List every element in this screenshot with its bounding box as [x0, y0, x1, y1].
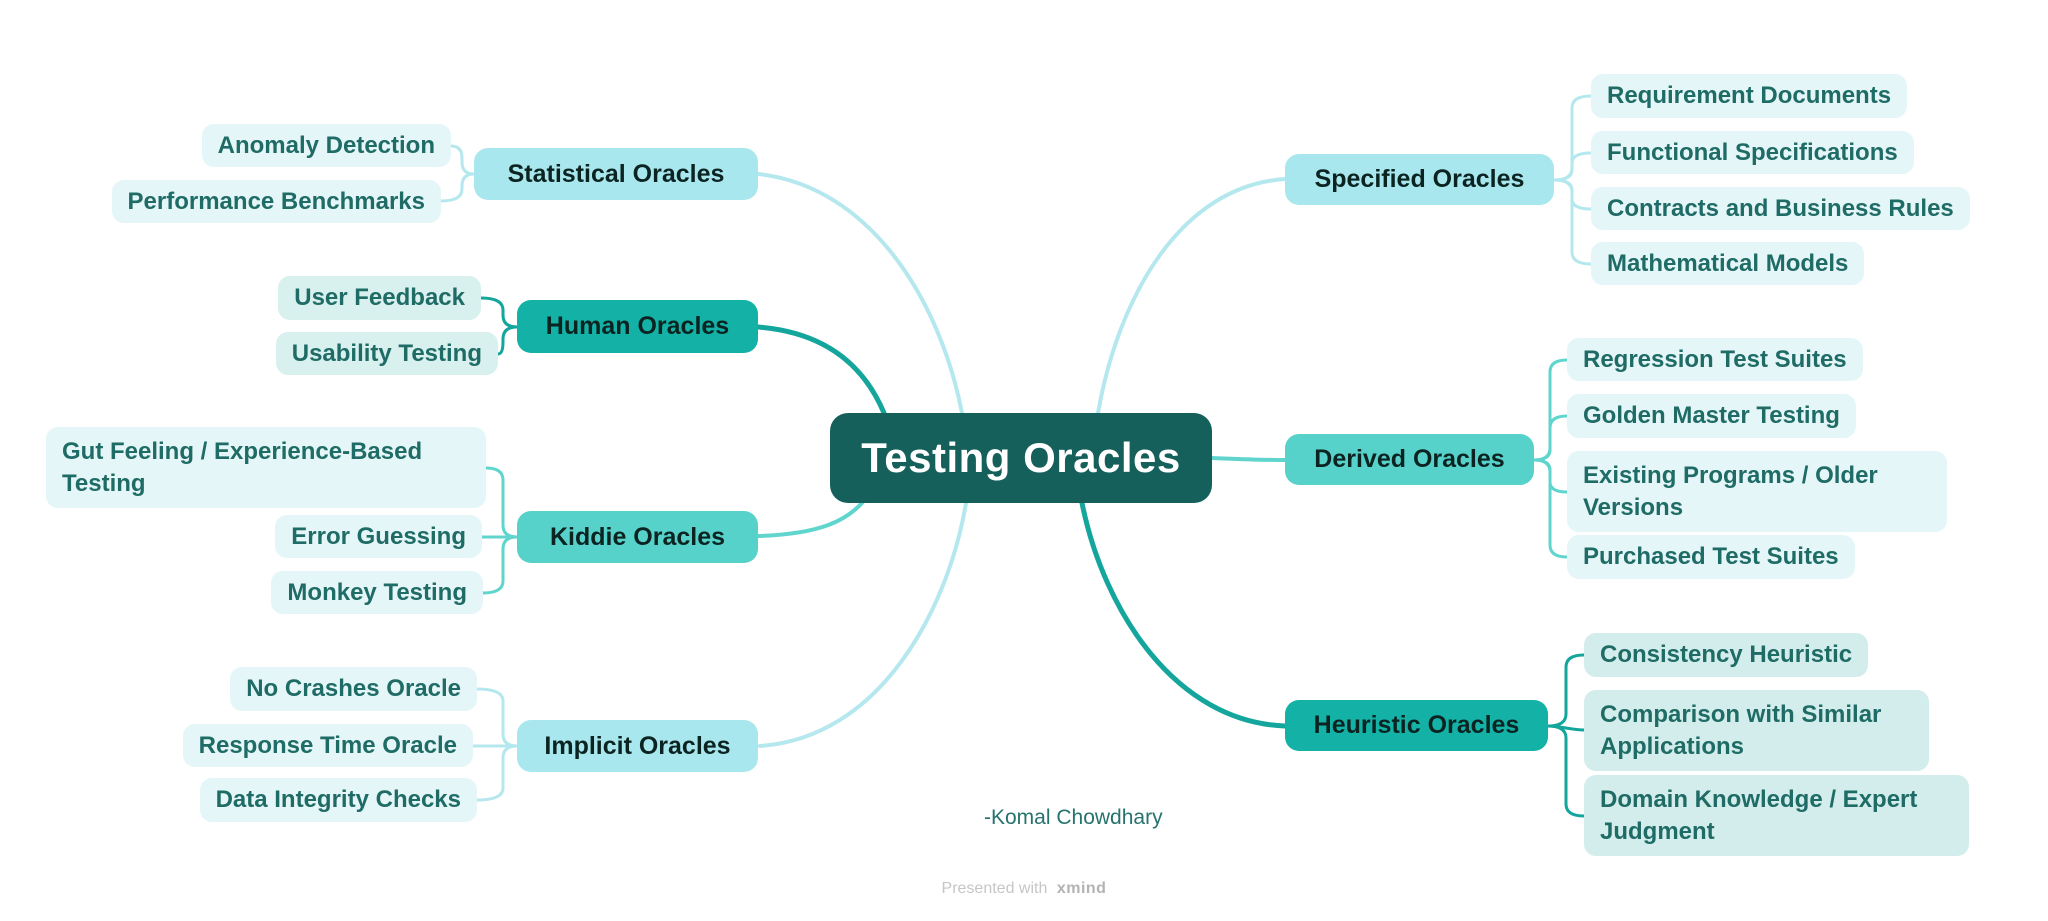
edge-implicit-data-integrity: [475, 744, 519, 802]
subtopic-data-integrity-checks[interactable]: Data Integrity Checks: [199, 778, 477, 822]
edge-human-usability-testing: [496, 325, 519, 356]
topic-implicit-oracles[interactable]: Implicit Oracles: [517, 720, 758, 772]
edge-statistical-performance-benchmarks: [439, 172, 476, 203]
edge-derived-regression-test-suites: [1532, 358, 1569, 462]
subtopic-mathematical-models[interactable]: Mathematical Models: [1591, 242, 1865, 285]
subtopic-golden-master-testing[interactable]: Golden Master Testing: [1567, 394, 1856, 438]
edge-derived-purchased-test-suites: [1532, 458, 1569, 559]
edge-statistical-anomaly-detection: [449, 144, 476, 176]
edge-heuristic-domain-knowledge: [1546, 724, 1586, 818]
edge-specified-requirement-documents: [1552, 94, 1593, 182]
author-signature: -Komal Chowdhary: [984, 806, 1163, 829]
edge-center-kiddie: [756, 501, 864, 538]
subtopic-regression-test-suites[interactable]: Regression Test Suites: [1567, 338, 1863, 381]
subtopic-no-crashes-oracle[interactable]: No Crashes Oracle: [230, 667, 477, 711]
edge-center-statistical: [756, 172, 964, 415]
subtopic-requirement-documents[interactable]: Requirement Documents: [1591, 74, 1908, 118]
topic-kiddie-oracles[interactable]: Kiddie Oracles: [517, 511, 758, 563]
subtopic-response-time-oracle[interactable]: Response Time Oracle: [182, 724, 473, 767]
subtopic-comparison-with-similar-applications[interactable]: Comparison with Similar Applications: [1584, 690, 1929, 771]
subtopic-anomaly-detection[interactable]: Anomaly Detection: [201, 124, 451, 167]
subtopic-monkey-testing[interactable]: Monkey Testing: [271, 571, 483, 614]
edge-center-derived: [1210, 456, 1287, 462]
edge-specified-mathematical-models: [1552, 178, 1593, 266]
topic-statistical-oracles[interactable]: Statistical Oracles: [474, 148, 758, 200]
subtopic-error-guessing[interactable]: Error Guessing: [275, 515, 482, 558]
edge-center-heuristic: [1079, 500, 1288, 729]
subtopic-performance-benchmarks[interactable]: Performance Benchmarks: [111, 180, 441, 223]
subtopic-gut-feeling-experience-based-testing[interactable]: Gut Feeling / Experience-Based Testing: [46, 427, 486, 508]
topic-derived-oracles[interactable]: Derived Oracles: [1285, 434, 1534, 485]
topic-human-oracles[interactable]: Human Oracles: [517, 300, 758, 353]
watermark-prefix: Presented with: [941, 880, 1048, 897]
subtopic-functional-specifications[interactable]: Functional Specifications: [1591, 131, 1914, 174]
edge-kiddie-monkey-testing: [481, 535, 519, 595]
edge-heuristic-consistency-heuristic: [1546, 653, 1586, 728]
edge-specified-functional-specifications: [1552, 151, 1593, 182]
edge-implicit-no-crashes: [475, 687, 519, 748]
edge-derived-existing-programs: [1532, 458, 1569, 494]
subtopic-user-feedback[interactable]: User Feedback: [278, 276, 481, 320]
central-topic[interactable]: Testing Oracles: [830, 413, 1212, 503]
edge-human-user-feedback: [479, 296, 519, 329]
subtopic-consistency-heuristic[interactable]: Consistency Heuristic: [1584, 633, 1869, 677]
subtopic-existing-programs-older-versions[interactable]: Existing Programs / Older Versions: [1567, 451, 1947, 532]
subtopic-purchased-test-suites[interactable]: Purchased Test Suites: [1567, 535, 1855, 579]
subtopic-contracts-and-business-rules[interactable]: Contracts and Business Rules: [1591, 187, 1970, 230]
edge-kiddie-gut-feeling: [484, 466, 519, 539]
edge-derived-golden-master-testing: [1532, 414, 1569, 462]
topic-heuristic-oracles[interactable]: Heuristic Oracles: [1285, 700, 1548, 751]
brand-logo-xmind[interactable]: xmind: [1056, 880, 1107, 897]
subtopic-usability-testing[interactable]: Usability Testing: [275, 332, 498, 375]
watermark: Presented with xmind: [0, 880, 2048, 898]
edge-specified-contracts-business-rules: [1552, 178, 1593, 211]
edge-center-specified: [1096, 177, 1287, 415]
edge-center-implicit: [758, 501, 968, 748]
edge-center-human: [755, 324, 887, 416]
topic-specified-oracles[interactable]: Specified Oracles: [1285, 154, 1554, 205]
subtopic-domain-knowledge-expert-judgment[interactable]: Domain Knowledge / Expert Judgment: [1584, 775, 1969, 856]
edge-heuristic-comparison-similar: [1546, 724, 1586, 732]
